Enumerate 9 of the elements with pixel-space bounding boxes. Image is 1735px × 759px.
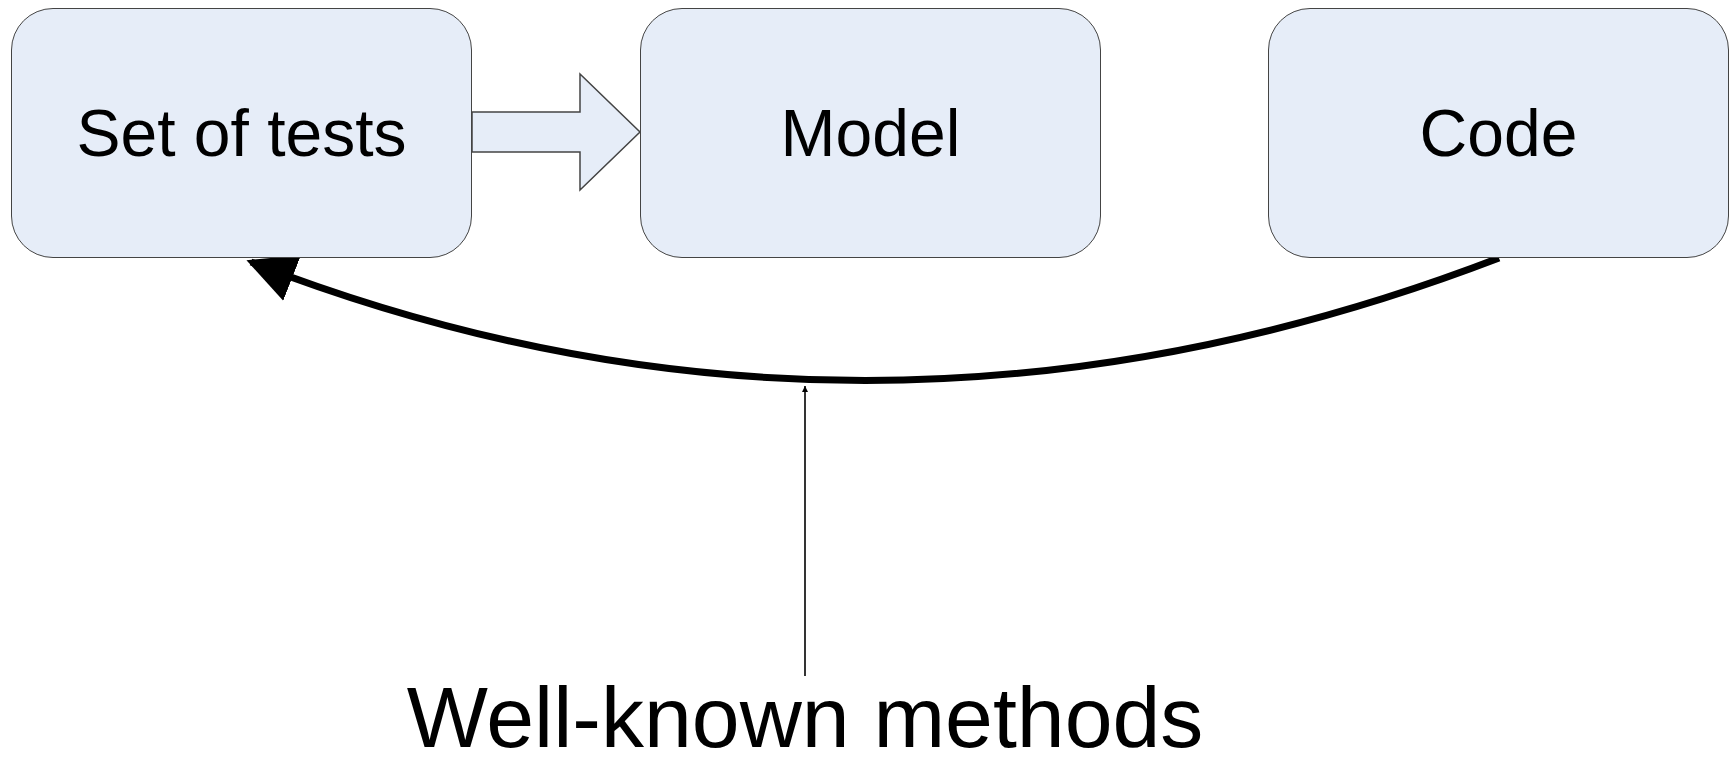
box-label: Code: [1419, 100, 1578, 166]
process-box: [1268, 8, 1729, 258]
box-label: Set of tests: [76, 100, 407, 166]
note-text: Well-known methods: [406, 674, 1204, 759]
process-box: [640, 8, 1101, 258]
arrow: [802, 385, 808, 677]
box-label: Model: [780, 100, 961, 166]
process-box: [11, 8, 472, 258]
block-arrow: [471, 72, 642, 192]
